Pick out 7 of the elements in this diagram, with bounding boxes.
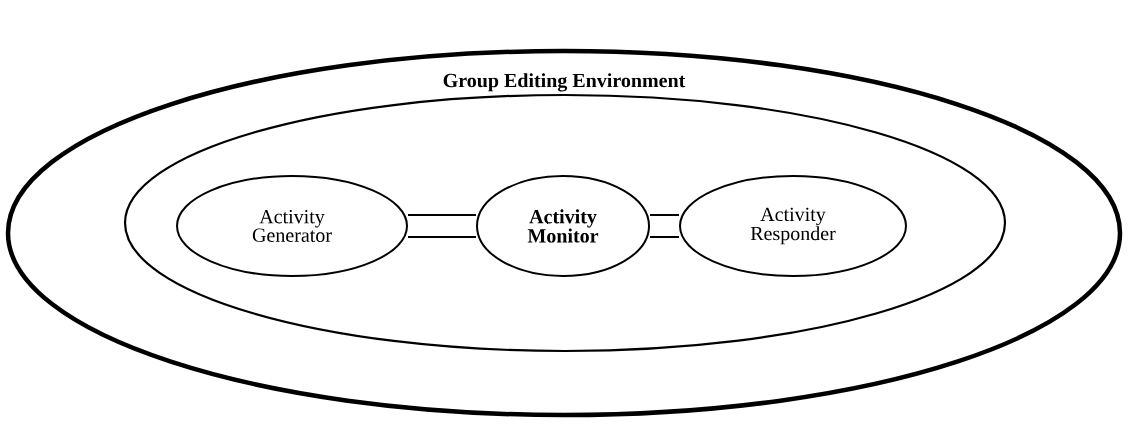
ellipse-node: Activity Responder <box>679 175 907 277</box>
ellipse-node: Activity Generator <box>176 175 408 277</box>
ellipse-node: Activity Monitor <box>476 175 650 277</box>
double-connector <box>650 214 679 238</box>
heading: Group Editing Environment <box>443 73 686 92</box>
ellipse <box>123 93 1007 353</box>
double-connector <box>408 214 476 238</box>
